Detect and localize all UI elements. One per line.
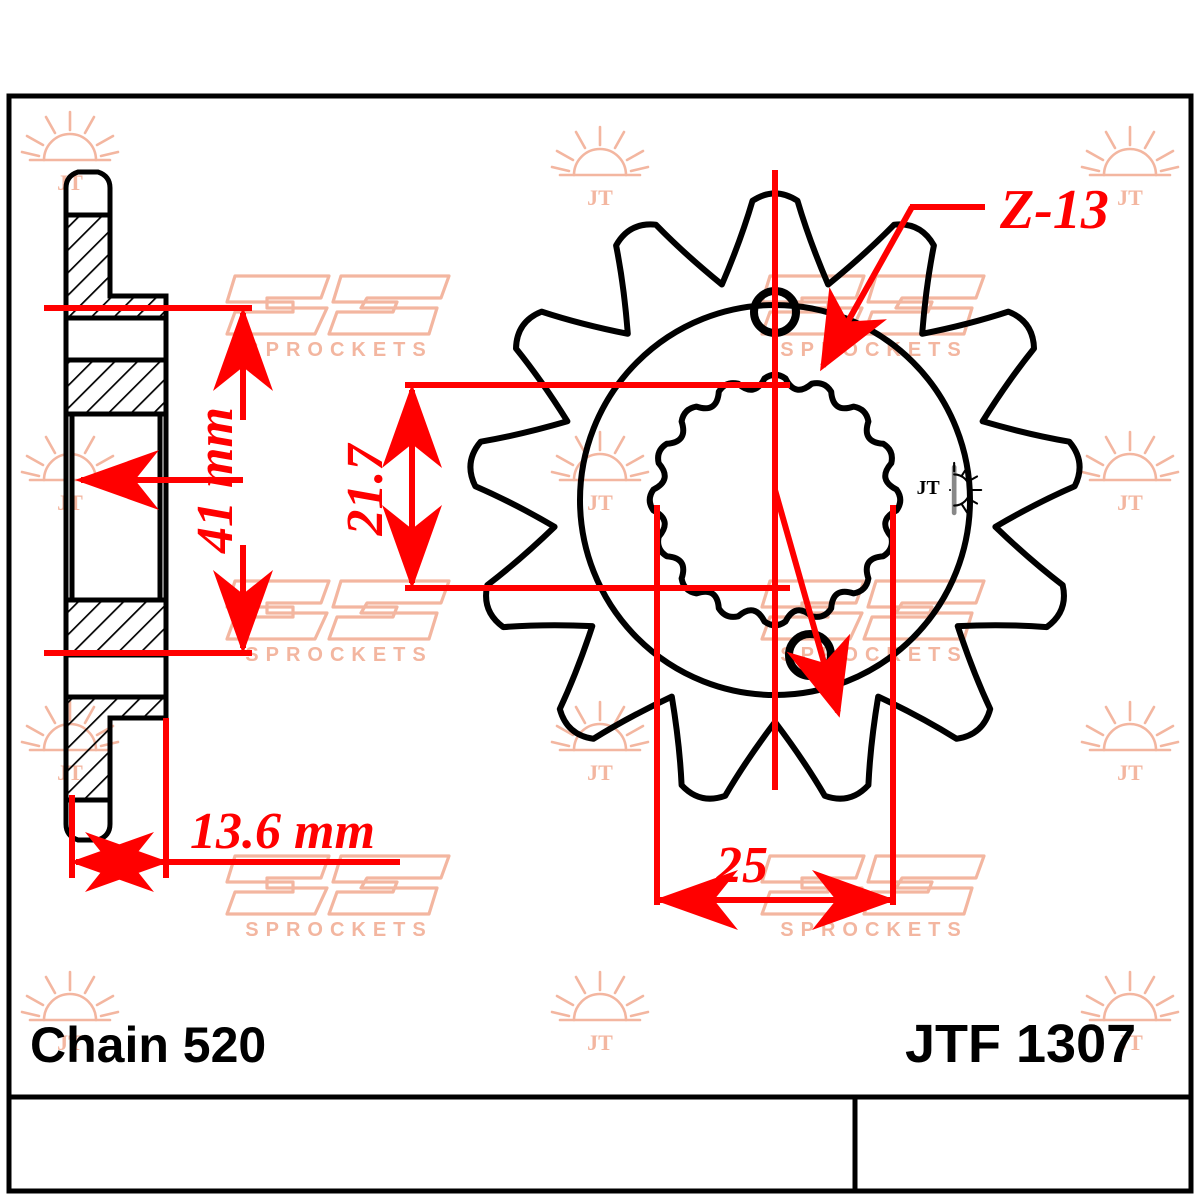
jt-sunrise-engraving-icon: JT — [917, 461, 983, 516]
spline-bore — [646, 371, 904, 629]
sunrise-icon — [20, 110, 120, 197]
svg-text:JT: JT — [917, 477, 940, 499]
bolt-spacing-label: 25 — [715, 837, 768, 894]
footer-layer: Chain 520 JTF 1307 — [30, 1014, 1136, 1074]
sprocket-teeth-outline — [467, 190, 1083, 802]
thickness-label: 13.6 mm — [190, 803, 375, 860]
sunrise-icon — [1080, 700, 1180, 787]
spline-diameter-label: 21.7 — [337, 443, 394, 537]
teeth-count-label: Z-13 — [999, 179, 1109, 241]
part-number-label: JTF 1307 — [905, 1014, 1136, 1074]
tooth-profile-path — [467, 190, 1083, 802]
jt-sprockets-logo-icon — [760, 579, 986, 668]
dimension-text-layer: 41 mm 21.7 13.6 mm 25 Z-13 — [187, 179, 1109, 894]
jt-sprockets-logo-icon — [225, 579, 451, 668]
outer-diameter-label: 41 mm — [187, 407, 244, 554]
sunrise-icon — [550, 430, 650, 517]
sunrise-icon — [550, 125, 650, 212]
jt-sprockets-logo-icon — [225, 854, 451, 943]
dimension-layer — [44, 170, 985, 930]
chain-label: Chain 520 — [30, 1017, 266, 1073]
sunrise-icon — [550, 970, 650, 1057]
jt-sprockets-logo-icon — [225, 274, 451, 363]
drawing-frame — [6, 93, 1194, 1194]
sprocket-side-view — [63, 169, 169, 843]
sunrise-icon — [1080, 430, 1180, 517]
